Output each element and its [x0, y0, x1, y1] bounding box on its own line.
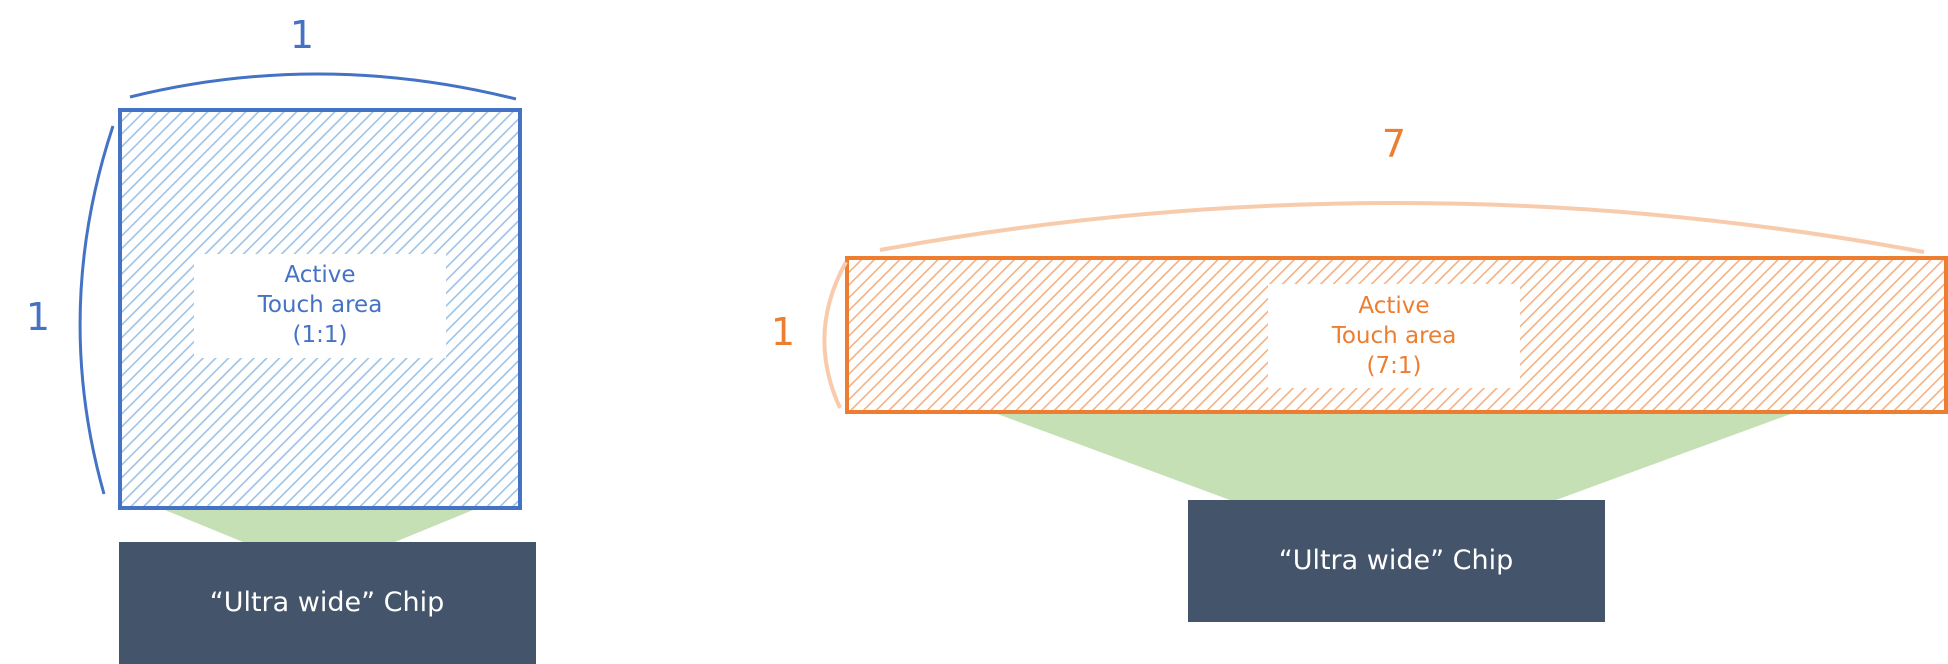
- right-touch-label-line1: Active: [1358, 293, 1429, 319]
- left-touch-label-line2: Touch area: [257, 292, 383, 318]
- right-touch-label-box: [1268, 284, 1520, 388]
- left-chip-label: “Ultra wide” Chip: [210, 587, 445, 618]
- right-touch-label-line2: Touch area: [1331, 323, 1457, 349]
- right-width-bracket: [879, 201, 1925, 254]
- left-height-label: 1: [26, 295, 50, 339]
- right-connection-fan: [992, 412, 1796, 500]
- left-width-bracket: [129, 72, 517, 101]
- left-panel: Active Touch area (1:1) 1 1 “Ultra wide”…: [26, 13, 536, 664]
- left-connection-fan: [160, 508, 478, 542]
- right-height-label: 1: [771, 310, 795, 354]
- right-touch-label-ratio: (7:1): [1367, 353, 1422, 379]
- left-touch-label-line1: Active: [284, 262, 355, 288]
- right-chip-label: “Ultra wide” Chip: [1279, 545, 1514, 576]
- right-width-label: 7: [1382, 122, 1406, 166]
- left-touch-label-ratio: (1:1): [293, 322, 348, 348]
- right-panel: Active Touch area (7:1) 7 1 “Ultra wide”…: [771, 122, 1948, 622]
- right-chip: [1188, 500, 1605, 622]
- left-height-bracket: [78, 125, 115, 495]
- left-touch-label-box: [194, 254, 446, 358]
- right-height-bracket: [822, 261, 848, 409]
- left-width-label: 1: [290, 13, 314, 57]
- left-chip: [119, 542, 536, 664]
